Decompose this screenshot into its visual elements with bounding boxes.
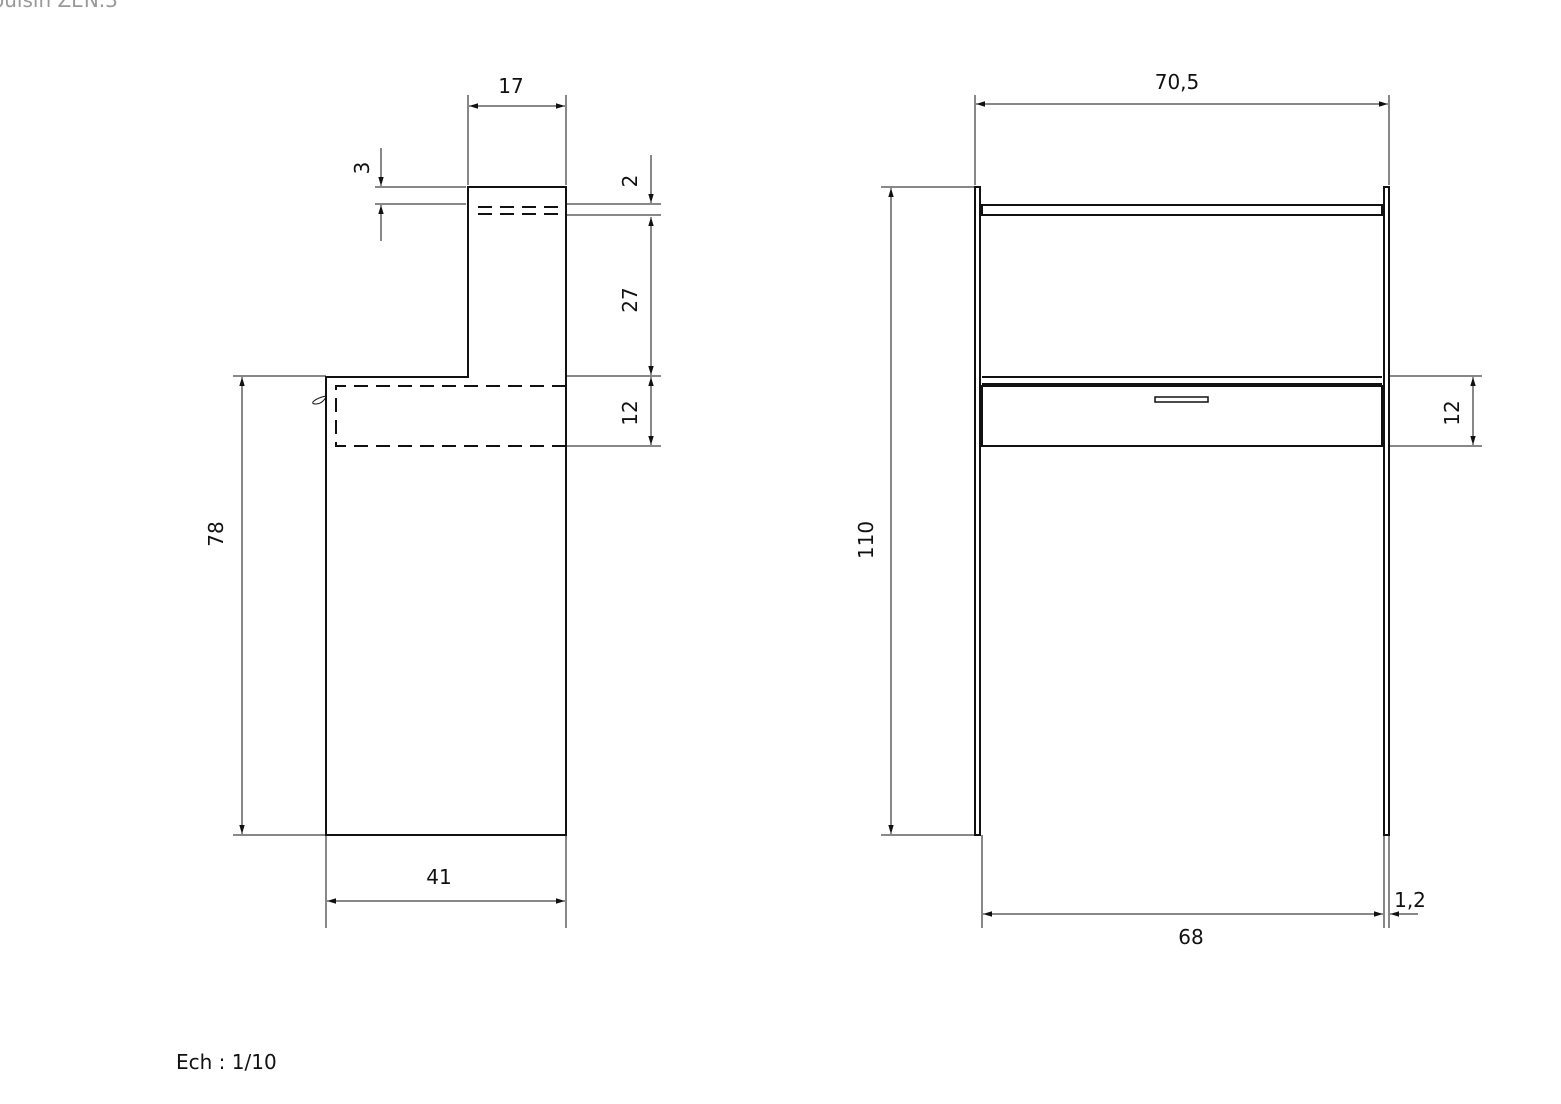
drawer-hidden-outline	[335, 385, 566, 447]
dim-panel-thickness: 1,2	[1394, 888, 1426, 912]
dim-total-width: 70,5	[1155, 70, 1200, 94]
drawer-handle	[1154, 396, 1209, 403]
side-view: 17 3 2 27 12 78 41	[204, 74, 661, 928]
front-view: 70,5 110 12 68 1,2	[854, 70, 1482, 949]
scale-label: Ech : 1/10	[176, 1050, 277, 1074]
dim-body-height: 78	[204, 521, 228, 546]
dim-depth: 41	[426, 865, 451, 889]
dim-upper-height: 27	[618, 287, 642, 312]
header-text: ouisin ZEN.3	[0, 0, 118, 12]
right-panel	[1383, 186, 1390, 836]
dim-front-drawer-height: 12	[1440, 400, 1464, 425]
left-panel	[974, 186, 981, 836]
top-shelf	[981, 204, 1383, 216]
drawer	[981, 385, 1383, 447]
dim-top-gap: 3	[350, 162, 374, 175]
dim-shelf-gap: 2	[618, 175, 642, 188]
dim-top-width: 17	[498, 74, 523, 98]
dim-total-height: 110	[854, 521, 878, 559]
side-outline	[325, 186, 567, 836]
drawer-pull-icon	[312, 395, 327, 405]
dim-inner-width: 68	[1178, 925, 1203, 949]
dim-drawer-height: 12	[618, 400, 642, 425]
